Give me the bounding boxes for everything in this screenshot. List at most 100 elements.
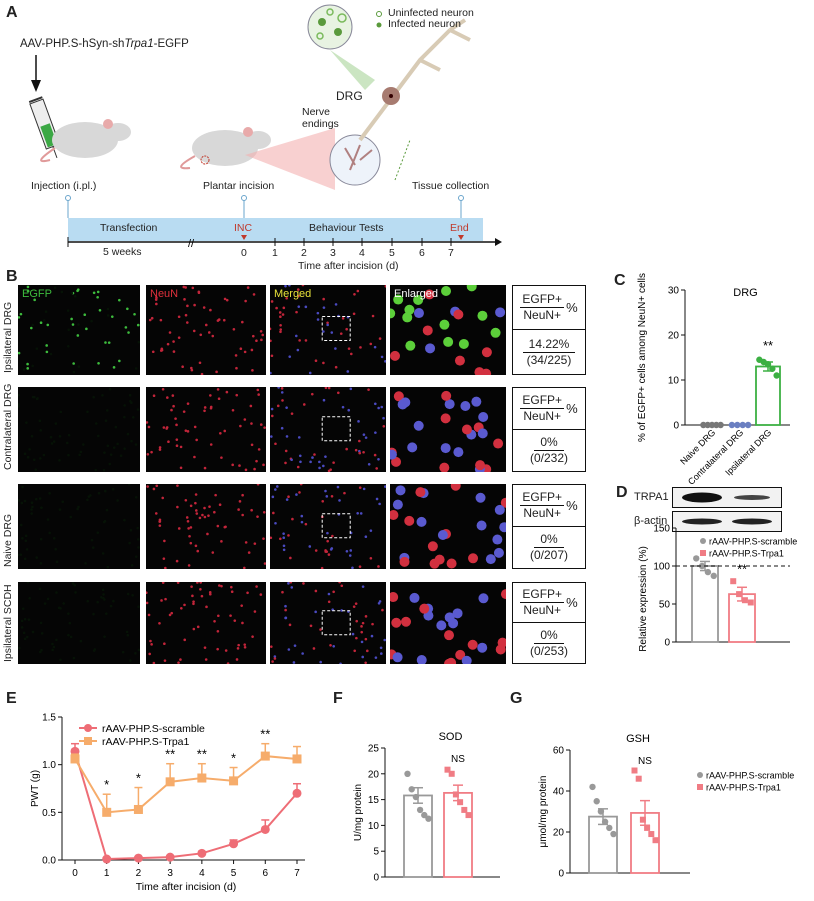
panel-label-g: G: [510, 690, 523, 707]
drg-label: DRG: [336, 89, 363, 103]
plantar-incision-label: Plantar incision: [203, 180, 275, 192]
data-point: [412, 793, 420, 801]
ratio-denominator: NeuN+: [523, 308, 562, 322]
y-tick-label: 15: [368, 795, 380, 806]
column-label: Enlarged: [394, 288, 439, 300]
data-point: [404, 770, 411, 777]
uninfected-neuron-legend-icon: [376, 11, 382, 17]
panel-label-b: B: [6, 268, 18, 285]
micrograph-merged: [270, 582, 386, 664]
y-tick-label: 0: [673, 421, 679, 432]
data-point: [631, 767, 638, 774]
data-point: [229, 839, 239, 849]
data-point: [698, 562, 706, 570]
significance-label: NS: [451, 754, 465, 765]
ratio-unit: %: [566, 300, 578, 315]
ratio-denominator: NeuN+: [523, 408, 562, 423]
panel-label-e: E: [6, 690, 17, 707]
data-point: [734, 421, 741, 429]
data-point: [165, 777, 175, 787]
tissue-collection-label: Tissue collection: [412, 180, 490, 192]
y-tick-label: 100: [653, 562, 670, 573]
significance-label: **: [737, 561, 747, 576]
band-actin-knockdown: [732, 518, 772, 525]
data-point: [764, 361, 772, 368]
data-point: [292, 788, 302, 798]
x-tick-label: 0: [72, 868, 78, 879]
data-point: [133, 804, 143, 814]
micrograph-merged: [270, 484, 386, 569]
legend-label: rAAV-PHP.S-Trpa1: [102, 736, 189, 748]
y-axis-label: PWT (g): [30, 770, 41, 807]
micrograph-egfp: EGFP: [18, 285, 140, 375]
micrograph-cells: [18, 484, 140, 569]
panel-label-a: A: [6, 4, 18, 21]
data-point: [102, 854, 112, 864]
y-tick-label: 50: [659, 600, 671, 611]
significance-label: **: [763, 338, 773, 353]
legend-marker: [697, 772, 703, 778]
schematic-illustration: //: [28, 4, 502, 250]
micrograph-neun: [146, 484, 266, 569]
y-tick-label: 20: [668, 331, 680, 342]
legend-marker: [84, 724, 92, 732]
micrograph-enlarged: [390, 484, 506, 569]
legend-marker: [700, 550, 706, 556]
micrograph-cells: [18, 387, 140, 472]
ratio-value: 0%(0/253): [513, 623, 585, 663]
y-tick-label: 20: [368, 769, 380, 780]
micrograph-cells: [148, 285, 265, 375]
ratio-unit: %: [566, 497, 578, 513]
ratio-unit: %: [566, 595, 578, 610]
y-tick-label: 20: [553, 828, 565, 839]
data-point: [610, 830, 617, 838]
data-point: [416, 806, 424, 814]
ratio-value: 0%(0/207): [513, 527, 585, 569]
data-point: [461, 806, 468, 813]
data-point: [710, 572, 717, 580]
data-point: [425, 815, 432, 822]
legend-label: rAAV-PHP.S-scramble: [102, 723, 205, 735]
y-tick-label: 5: [373, 847, 379, 858]
ratio-numerator: EGFP+: [520, 292, 565, 308]
data-point: [229, 776, 239, 786]
data-point: [736, 591, 743, 598]
data-point: [197, 773, 207, 783]
behaviour-tests-label: Behaviour Tests: [309, 222, 384, 234]
data-point: [730, 578, 737, 585]
timeline-tick-label: 2: [301, 247, 307, 259]
chart-title: GSH: [626, 733, 650, 745]
ratio-numerator: EGFP+: [520, 587, 565, 603]
y-tick-label: 25: [368, 744, 380, 755]
retrograde-arrow: [394, 139, 411, 181]
timeline-tick-label: 4: [359, 247, 365, 259]
count-value: (0/207): [529, 547, 569, 562]
micrograph-cells: [270, 484, 386, 569]
timeline-tick-label: 6: [419, 247, 425, 259]
data-point: [448, 770, 455, 777]
data-point: [635, 775, 642, 782]
column-label: EGFP: [22, 288, 52, 300]
micrograph-merged: Merged: [270, 285, 386, 375]
y-axis-label: Relative expression (%): [638, 546, 649, 652]
data-point: [70, 754, 80, 764]
column-label: NeuN: [150, 288, 179, 300]
time-axis-label: Time after incision (d): [298, 260, 399, 272]
micrograph-cells: [270, 582, 386, 664]
ratio-fraction: EGFP+NeuN+: [520, 393, 565, 424]
quantification-table: EGFP+NeuN+%14.22%(34/225): [512, 285, 586, 375]
data-point: [593, 798, 600, 805]
panel-label-c: C: [614, 272, 626, 289]
band-trpa1-knockdown: [734, 495, 770, 500]
y-tick-label: 0.0: [42, 856, 56, 867]
svg-text://: //: [188, 238, 195, 250]
ratio-denominator: NeuN+: [523, 603, 562, 617]
y-tick-label: 40: [553, 787, 565, 798]
data-point: [648, 831, 655, 838]
x-tick-label: 4: [199, 868, 205, 879]
data-point: [197, 848, 207, 858]
blot-image: [672, 487, 782, 532]
legend-infected: Infected neuron: [388, 18, 461, 30]
y-tick-label: 0: [558, 869, 564, 880]
